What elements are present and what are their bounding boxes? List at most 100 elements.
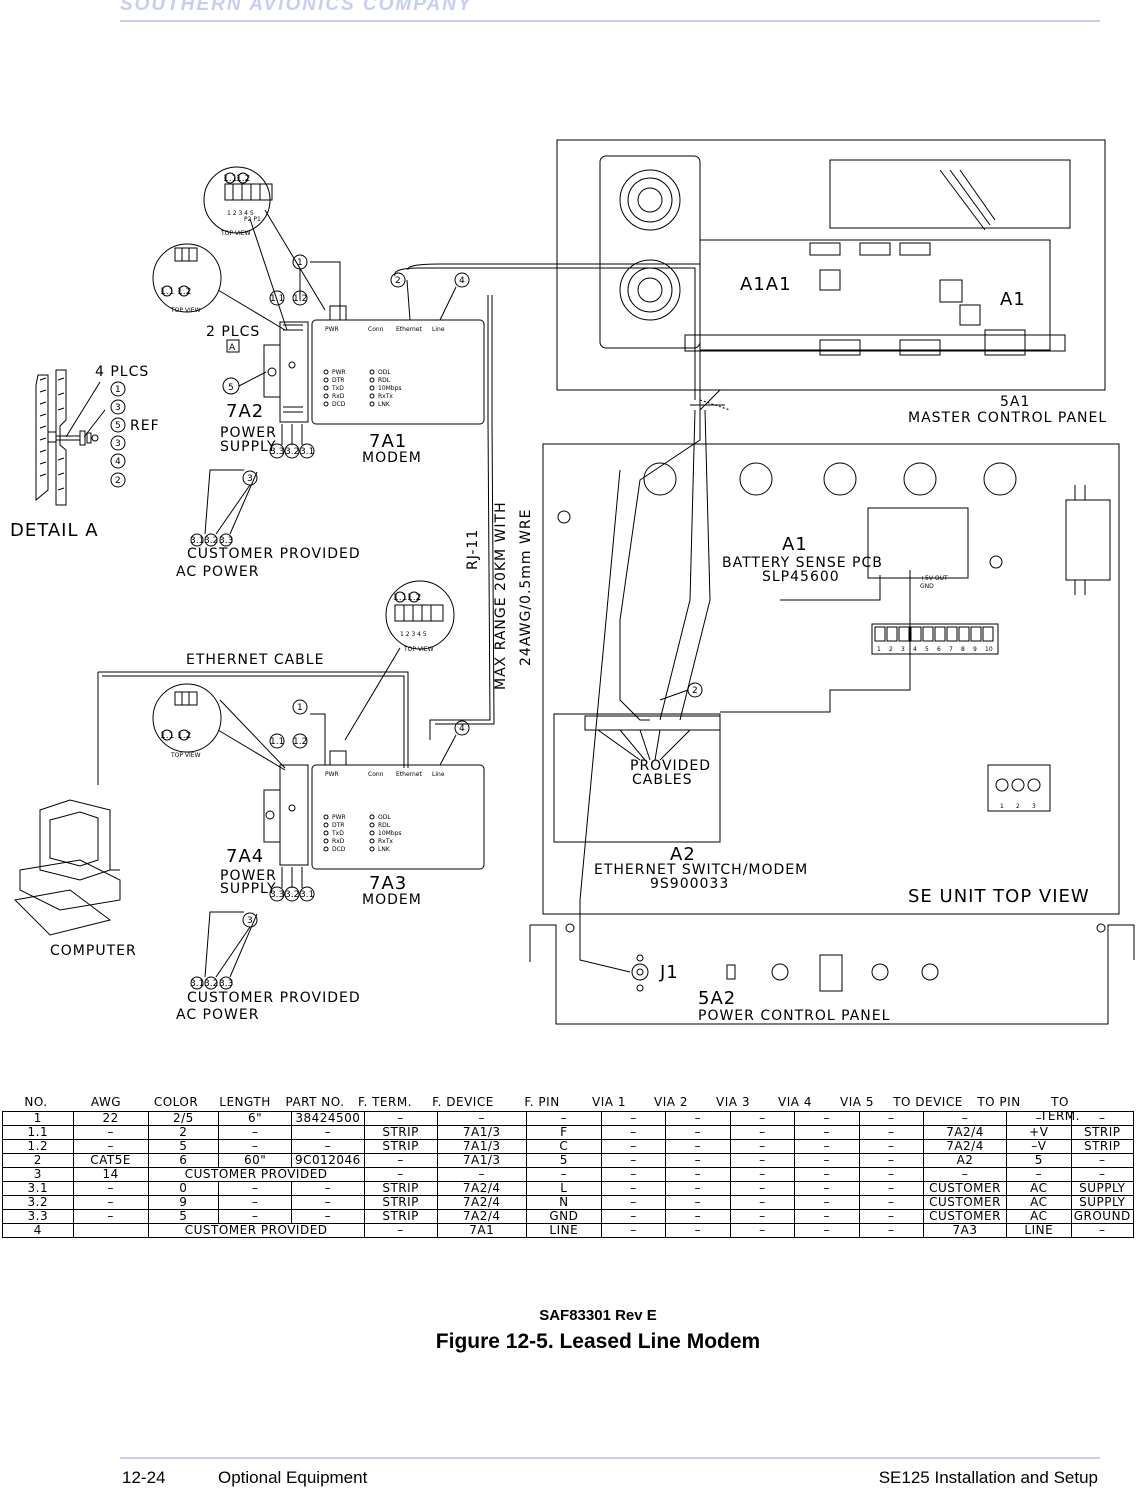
table-cell: STRIP — [363, 1139, 438, 1154]
table-cell: – — [794, 1223, 860, 1238]
wire-table-header: VIA 4 — [778, 1095, 812, 1109]
table-cell: – — [665, 1167, 731, 1182]
table-cell: 7A1/3 — [436, 1139, 527, 1154]
led-indicator — [323, 838, 329, 844]
cb-32: 3.2 — [285, 447, 299, 457]
table-cell: – — [363, 1111, 438, 1126]
bsp-l2: SLP45600 — [762, 569, 840, 585]
table-cell: – — [858, 1223, 924, 1238]
table-cell: STRIP — [363, 1209, 438, 1224]
table-cell: – — [858, 1167, 924, 1182]
ac-power-top-l1: CUSTOMER PROVIDED — [187, 546, 361, 562]
terminal-screw — [958, 626, 970, 642]
table-cell: – — [729, 1111, 796, 1126]
led-indicator — [323, 830, 329, 836]
led-indicator — [369, 369, 375, 375]
table-cell: – — [794, 1195, 860, 1210]
table-cell: – — [665, 1181, 731, 1196]
table-cell: STRIP — [363, 1125, 438, 1140]
cb-33: 3.3 — [270, 447, 284, 457]
table-cell: 7A2/4 — [436, 1181, 527, 1196]
wire-table-header: F. TERM. — [357, 1095, 413, 1109]
table-cell: – — [729, 1153, 796, 1168]
modem-bot-id: 7A3 — [369, 873, 407, 894]
table-cell: – — [665, 1223, 731, 1238]
table-cell: – — [218, 1139, 292, 1154]
led-indicator — [323, 377, 329, 383]
led-label: RDL — [378, 822, 391, 829]
table-cell: CUSTOMER PROVIDED — [147, 1223, 365, 1238]
table-cell: STRIP — [1070, 1125, 1135, 1140]
terminal-number: 3 — [901, 646, 905, 653]
table-cell: – — [794, 1111, 860, 1126]
table-cell: – — [858, 1111, 924, 1126]
small-terminal-number: 1 — [1000, 803, 1004, 810]
table-cell: – — [290, 1181, 365, 1196]
footer-title: SE125 Installation and Setup — [878, 1468, 1098, 1487]
table-cell: N — [525, 1195, 602, 1210]
cb-11e: 1.1 — [270, 737, 284, 747]
table-cell: – — [858, 1153, 924, 1168]
ps-bot-l2: SUPPLY — [220, 881, 277, 897]
modem-head-label: PWR — [325, 771, 339, 778]
table-cell: – — [72, 1181, 149, 1196]
figure-caption: Figure 12-5. Leased Line Modem — [435, 1330, 761, 1353]
provided-cables-l2: CABLES — [632, 772, 693, 788]
table-cell: – — [1070, 1223, 1135, 1238]
pcp-j1: J1 — [659, 962, 679, 983]
cb-12d: 1.2 — [177, 287, 191, 297]
detail-balloon-label: 1 — [115, 385, 121, 395]
table-cell: 3.2 — [2, 1195, 74, 1210]
detail-balloon-label: 4 — [115, 457, 121, 467]
table-cell: – — [600, 1223, 667, 1238]
table-cell: CUSTOMER — [922, 1209, 1008, 1224]
max-range-l2: 24AWG/0.5mm WRE — [518, 509, 534, 666]
modem-top-l1: MODEM — [362, 450, 422, 466]
led-indicator — [369, 822, 375, 828]
modem-head-label: Conn — [368, 771, 384, 778]
modem-head-label: Line — [432, 771, 445, 778]
table-cell: AC — [1006, 1209, 1072, 1224]
cb-1b: 1 — [297, 703, 303, 713]
cb-2b: 2 — [692, 686, 698, 696]
wire-table-header: TO PIN — [977, 1095, 1021, 1109]
table-cell: 7A2/4 — [436, 1195, 527, 1210]
led-indicator — [369, 401, 375, 407]
table-cell: 2 — [147, 1125, 220, 1140]
table-cell: 5 — [1006, 1153, 1072, 1168]
table-cell: – — [794, 1167, 860, 1182]
cb-11d: 1.1 — [160, 287, 174, 297]
doc-number: SAF83301 Rev E — [539, 1307, 657, 1324]
table-cell: LINE — [1006, 1223, 1072, 1238]
table-cell: 7A2/4 — [922, 1125, 1008, 1140]
led-label: DCD — [332, 846, 346, 853]
led-label: DTR — [332, 822, 344, 829]
ac-power-bot-l2: AC POWER — [176, 1007, 259, 1023]
lower-assembly: 1 2 3 4 5 TOP VIEW TOP VIEW ETHERNET CAB… — [97, 580, 485, 1023]
tb-numbers-2: 1 2 3 4 5 — [400, 631, 427, 638]
wire-table-header: VIA 1 — [592, 1095, 626, 1109]
table-cell: – — [363, 1153, 438, 1168]
table-cell: – — [525, 1111, 602, 1126]
ps-top-id: 7A2 — [226, 401, 264, 422]
detail-balloon-label: 5 — [115, 421, 121, 431]
table-cell: – — [665, 1139, 731, 1154]
modem-head-label: Line — [432, 326, 445, 333]
terminal-screw — [970, 626, 982, 642]
pcp-id: 5A2 — [698, 988, 736, 1009]
led-label: ODL — [378, 814, 391, 821]
table-cell: – — [290, 1125, 365, 1140]
led-indicator — [369, 846, 375, 852]
mcp-a1: A1 — [1000, 289, 1026, 310]
modem-7a1 — [311, 319, 485, 425]
led-label: RxD — [332, 838, 345, 845]
table-cell: 5 — [525, 1153, 602, 1168]
modem-bot-l1: MODEM — [362, 892, 422, 908]
detail-balloon — [110, 381, 126, 397]
terminal-number: 8 — [961, 646, 965, 653]
table-cell: – — [218, 1125, 292, 1140]
led-label: ODL — [378, 369, 391, 376]
wire-table-header: COLOR — [153, 1095, 199, 1109]
